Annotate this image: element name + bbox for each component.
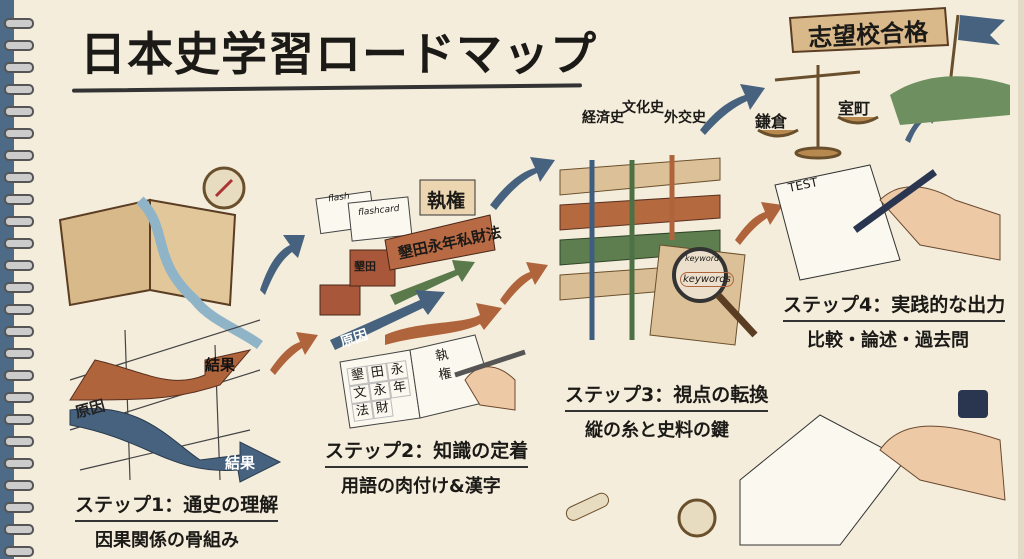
step-2-title: ステップ2：知識の定着 bbox=[325, 436, 529, 468]
arrow-step3-to-step4b bbox=[735, 202, 783, 245]
spiral-ring bbox=[4, 106, 34, 117]
page-title: 日本史学習ロードマップ bbox=[80, 27, 597, 81]
exam-papers bbox=[739, 414, 906, 546]
brick-small-label: 墾田 bbox=[354, 260, 376, 273]
arrow-cause-to-effect-bottom bbox=[69, 408, 282, 483]
step-1-caption: ステップ1：通史の理解 因果関係の骨組み bbox=[75, 490, 279, 552]
spiral-ring bbox=[4, 260, 34, 271]
ink-bottle-icon bbox=[958, 390, 988, 418]
notebook-kanji: 権 bbox=[437, 366, 453, 384]
step-4-title: ステップ4：実践的な出力 bbox=[783, 290, 1006, 322]
arrow-step1-to-step2b bbox=[270, 332, 318, 375]
arrow-step3-to-step4 bbox=[700, 84, 765, 135]
effect-top-label: 結果 bbox=[205, 356, 236, 374]
compass-icon bbox=[202, 166, 246, 210]
step-4-caption: ステップ4：実践的な出力 比較・論述・過去問 bbox=[783, 290, 1006, 352]
hand-writing-icon bbox=[879, 186, 1001, 261]
step-4-subtitle: 比較・論述・過去問 bbox=[807, 330, 969, 351]
step-3-title: ステップ3：視点の転換 bbox=[565, 380, 769, 412]
step-2-subtitle: 用語の肉付け&漢字 bbox=[341, 476, 501, 497]
arrow-step1-to-step2 bbox=[260, 235, 305, 295]
effect-bottom-label: 結果 bbox=[225, 454, 256, 472]
spiral-ring bbox=[4, 84, 34, 95]
magnifying-glass-icon bbox=[672, 247, 758, 338]
thread-label: 外交史 bbox=[664, 110, 706, 126]
spiral-ring bbox=[4, 128, 34, 139]
magnifier-keyword: keyword bbox=[685, 254, 720, 263]
spiral-ring bbox=[4, 62, 34, 73]
scale-right-label: 室町 bbox=[838, 99, 871, 118]
arrow-step2-to-step3 bbox=[490, 157, 555, 210]
spiral-ring bbox=[4, 194, 34, 205]
spiral-ring bbox=[4, 392, 34, 403]
spiral-ring bbox=[4, 216, 34, 227]
thread-label: 文化史 bbox=[622, 100, 664, 116]
spiral-ring bbox=[4, 370, 34, 381]
flashcards-icon bbox=[315, 190, 413, 242]
page-edge bbox=[1018, 0, 1024, 559]
spiral-ring bbox=[4, 524, 34, 535]
spiral-ring bbox=[4, 348, 34, 359]
notebook-icon bbox=[339, 334, 496, 429]
arrow-rust-step2 bbox=[385, 303, 502, 345]
notebook-kanji-grid: 墾田永文永年法財 bbox=[346, 360, 414, 422]
arrow-green bbox=[390, 260, 475, 305]
spiral-ring bbox=[4, 18, 34, 29]
spiral-ring bbox=[4, 546, 34, 557]
spiral-ring bbox=[4, 480, 34, 491]
spiral-ring bbox=[4, 238, 34, 249]
compass-bottom-icon bbox=[677, 498, 717, 538]
spiral-ring bbox=[4, 304, 34, 315]
hand-with-pen-icon bbox=[464, 366, 516, 411]
arrow-cause-to-effect-top bbox=[69, 349, 252, 401]
scroll-icon bbox=[565, 492, 610, 521]
term-bubble-label: 執権 bbox=[427, 190, 466, 212]
spiral-ring bbox=[4, 458, 34, 469]
step-3-subtitle: 縦の糸と史料の鍵 bbox=[585, 420, 729, 441]
spiral-ring bbox=[4, 436, 34, 447]
spiral-ring bbox=[4, 150, 34, 161]
arrow-blue-step2 bbox=[330, 290, 445, 350]
hill-icon bbox=[890, 76, 1010, 125]
step-3-caption: ステップ3：視点の転換 縦の糸と史料の鍵 bbox=[565, 380, 769, 442]
spiral-ring bbox=[4, 40, 34, 51]
bricks-icon bbox=[319, 214, 496, 316]
spiral-ring bbox=[4, 172, 34, 183]
goal-banner-label: 志望校合格 bbox=[807, 17, 929, 53]
scale-left-label: 鎌倉 bbox=[755, 112, 788, 131]
magnifier-keywords: keywords bbox=[680, 272, 734, 287]
spiral-ring bbox=[4, 282, 34, 293]
hand-writing-bottom-icon bbox=[879, 425, 1006, 501]
step-2-caption: ステップ2：知識の定着 用語の肉付け&漢字 bbox=[325, 436, 529, 498]
thread-label: 経済史 bbox=[582, 110, 624, 126]
arrow-step2-to-step3b bbox=[500, 262, 548, 305]
notebook-kanji: 法 bbox=[351, 401, 374, 422]
goal-banner bbox=[788, 6, 950, 54]
flag-icon bbox=[948, 14, 1005, 86]
term-bubble bbox=[419, 179, 476, 216]
notebook-kanji: 年 bbox=[388, 377, 411, 399]
notebook-kanji: 財 bbox=[371, 398, 394, 420]
spiral-ring bbox=[4, 414, 34, 425]
spiral-ring bbox=[4, 326, 34, 337]
spiral-ring bbox=[4, 502, 34, 513]
test-paper bbox=[774, 164, 901, 281]
step-1-subtitle: 因果関係の骨組み bbox=[95, 530, 239, 551]
open-book-icon bbox=[58, 196, 263, 350]
balance-scale-icon bbox=[757, 65, 879, 160]
step-1-title: ステップ1：通史の理解 bbox=[75, 490, 279, 522]
